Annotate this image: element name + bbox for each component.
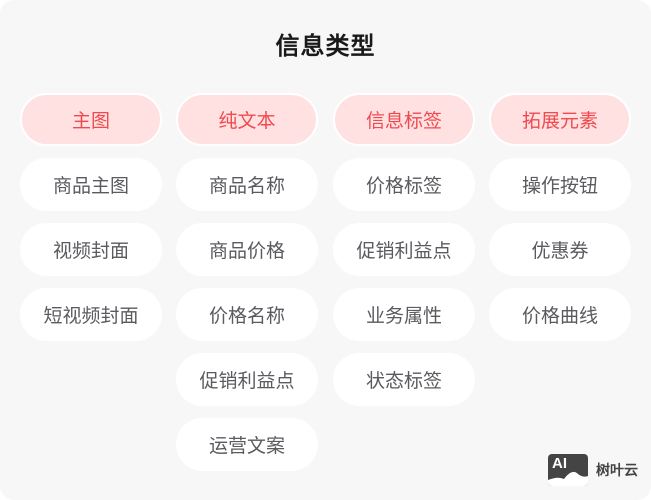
list-item: 促销利益点 (176, 353, 318, 406)
list-item: 状态标签 (333, 353, 475, 406)
column-header: 纯文本 (176, 93, 318, 146)
list-item: 商品名称 (176, 158, 318, 211)
column-info-tags: 信息标签 价格标签 促销利益点 业务属性 状态标签 (333, 93, 475, 418)
list-item: 价格名称 (176, 288, 318, 341)
list-item: 商品主图 (20, 158, 162, 211)
column-plain-text: 纯文本 商品名称 商品价格 价格名称 促销利益点 运营文案 (176, 93, 318, 483)
list-item: 促销利益点 (333, 223, 475, 276)
column-main-image: 主图 商品主图 视频封面 短视频封面 (20, 93, 162, 353)
column-header: 主图 (20, 93, 162, 146)
list-item: 业务属性 (333, 288, 475, 341)
list-item: 操作按钮 (489, 158, 631, 211)
list-item: 运营文案 (176, 418, 318, 471)
watermark-label: 树叶云 (596, 463, 638, 479)
list-item: 短视频封面 (20, 288, 162, 341)
list-item: 优惠券 (489, 223, 631, 276)
column-header: 信息标签 (333, 93, 475, 146)
column-header: 拓展元素 (489, 93, 631, 146)
list-item: 商品价格 (176, 223, 318, 276)
list-item: 视频封面 (20, 223, 162, 276)
page-title: 信息类型 (275, 32, 376, 60)
list-item: 价格标签 (333, 158, 475, 211)
watermark: AI 树叶云 (548, 454, 638, 486)
column-extended-elements: 拓展元素 操作按钮 优惠券 价格曲线 (489, 93, 631, 353)
ai-image-logo-icon: AI (548, 454, 588, 486)
list-item: 价格曲线 (489, 288, 631, 341)
